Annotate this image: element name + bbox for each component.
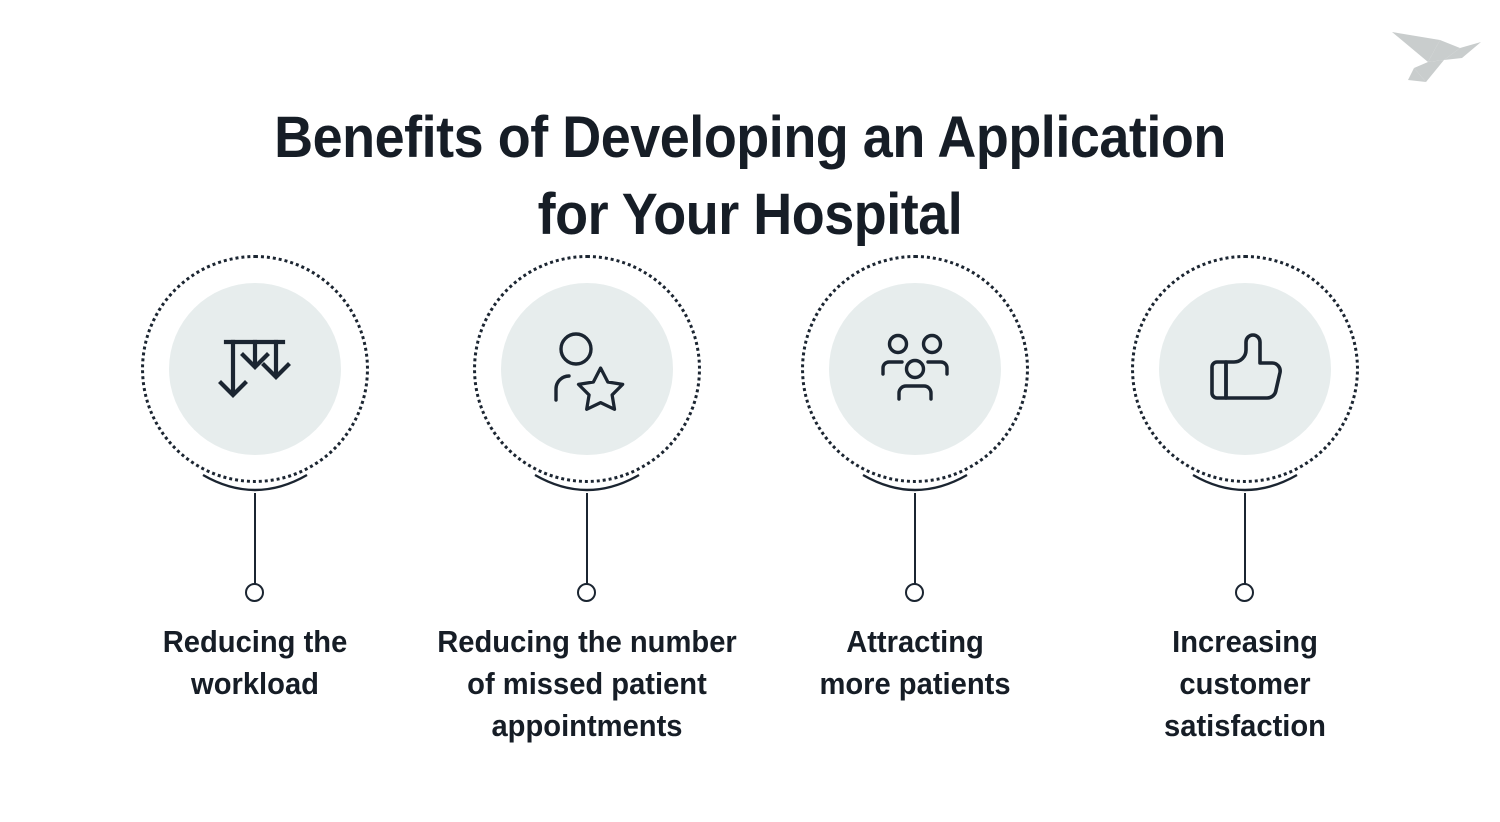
connector-arc xyxy=(534,473,640,492)
connector-arc xyxy=(1192,473,1298,492)
connector xyxy=(527,473,647,613)
connector xyxy=(195,473,315,613)
page-title-line-1: Benefits of Developing an Application xyxy=(274,104,1226,170)
connector-line xyxy=(914,493,916,586)
origami-bird-logo xyxy=(1388,18,1484,84)
benefit-icon-badge xyxy=(473,255,701,483)
connector-dot xyxy=(905,583,924,602)
dotted-ring xyxy=(473,255,701,483)
connector-line xyxy=(1244,493,1246,586)
thumbs-up-icon xyxy=(1201,325,1289,413)
benefit-label-line-2: workload xyxy=(191,666,319,701)
connector xyxy=(1185,473,1305,613)
icon-disc xyxy=(1159,283,1331,455)
benefit-label-line-1: Increasing xyxy=(1172,624,1318,659)
benefit-label-line-1: Reducing the xyxy=(162,624,348,659)
benefit-label-line-1: Reducing the number xyxy=(437,624,737,659)
benefit-item-reducing-missed-appointments: Reducing the number of missed patient ap… xyxy=(422,255,752,795)
connector-dot xyxy=(577,583,596,602)
icon-disc xyxy=(501,283,673,455)
benefit-label-line-2: of missed patient xyxy=(467,666,707,701)
benefit-label-line-1: Attracting xyxy=(846,624,984,659)
connector-dot xyxy=(245,583,264,602)
people-group-icon xyxy=(871,325,959,413)
connector-line xyxy=(254,493,256,586)
benefit-icon-badge xyxy=(141,255,369,483)
dotted-ring xyxy=(141,255,369,483)
dotted-ring xyxy=(801,255,1029,483)
person-star-icon xyxy=(543,325,631,413)
benefit-label-line-3: satisfaction xyxy=(1164,708,1326,743)
benefit-label-line-3: appointments xyxy=(491,708,683,743)
dotted-ring xyxy=(1131,255,1359,483)
page-title-line-2: for Your Hospital xyxy=(537,181,963,247)
icon-disc xyxy=(829,283,1001,455)
benefit-label: Attracting more patients xyxy=(760,621,1070,705)
benefit-label-line-2: more patients xyxy=(819,666,1011,701)
benefit-label: Increasing customer satisfaction xyxy=(1090,621,1400,747)
benefit-label: Reducing the workload xyxy=(100,621,410,705)
benefit-item-increasing-customer-satisfaction: Increasing customer satisfaction xyxy=(1080,255,1410,795)
connector-line xyxy=(586,493,588,586)
connector xyxy=(855,473,975,613)
benefit-label-line-2: customer xyxy=(1179,666,1311,701)
connector-arc xyxy=(202,473,308,492)
benefit-label: Reducing the number of missed patient ap… xyxy=(432,621,742,747)
page-title: Benefits of Developing an Application fo… xyxy=(53,99,1448,253)
benefits-list: Reducing the workload Reducing t xyxy=(0,255,1500,795)
connector-dot xyxy=(1235,583,1254,602)
benefit-item-reducing-the-workload: Reducing the workload xyxy=(90,255,420,795)
benefit-item-attracting-more-patients: Attracting more patients xyxy=(750,255,1080,795)
benefit-icon-badge xyxy=(801,255,1029,483)
connector-arc xyxy=(862,473,968,492)
benefit-icon-badge xyxy=(1131,255,1359,483)
down-arrows-icon xyxy=(211,325,299,413)
